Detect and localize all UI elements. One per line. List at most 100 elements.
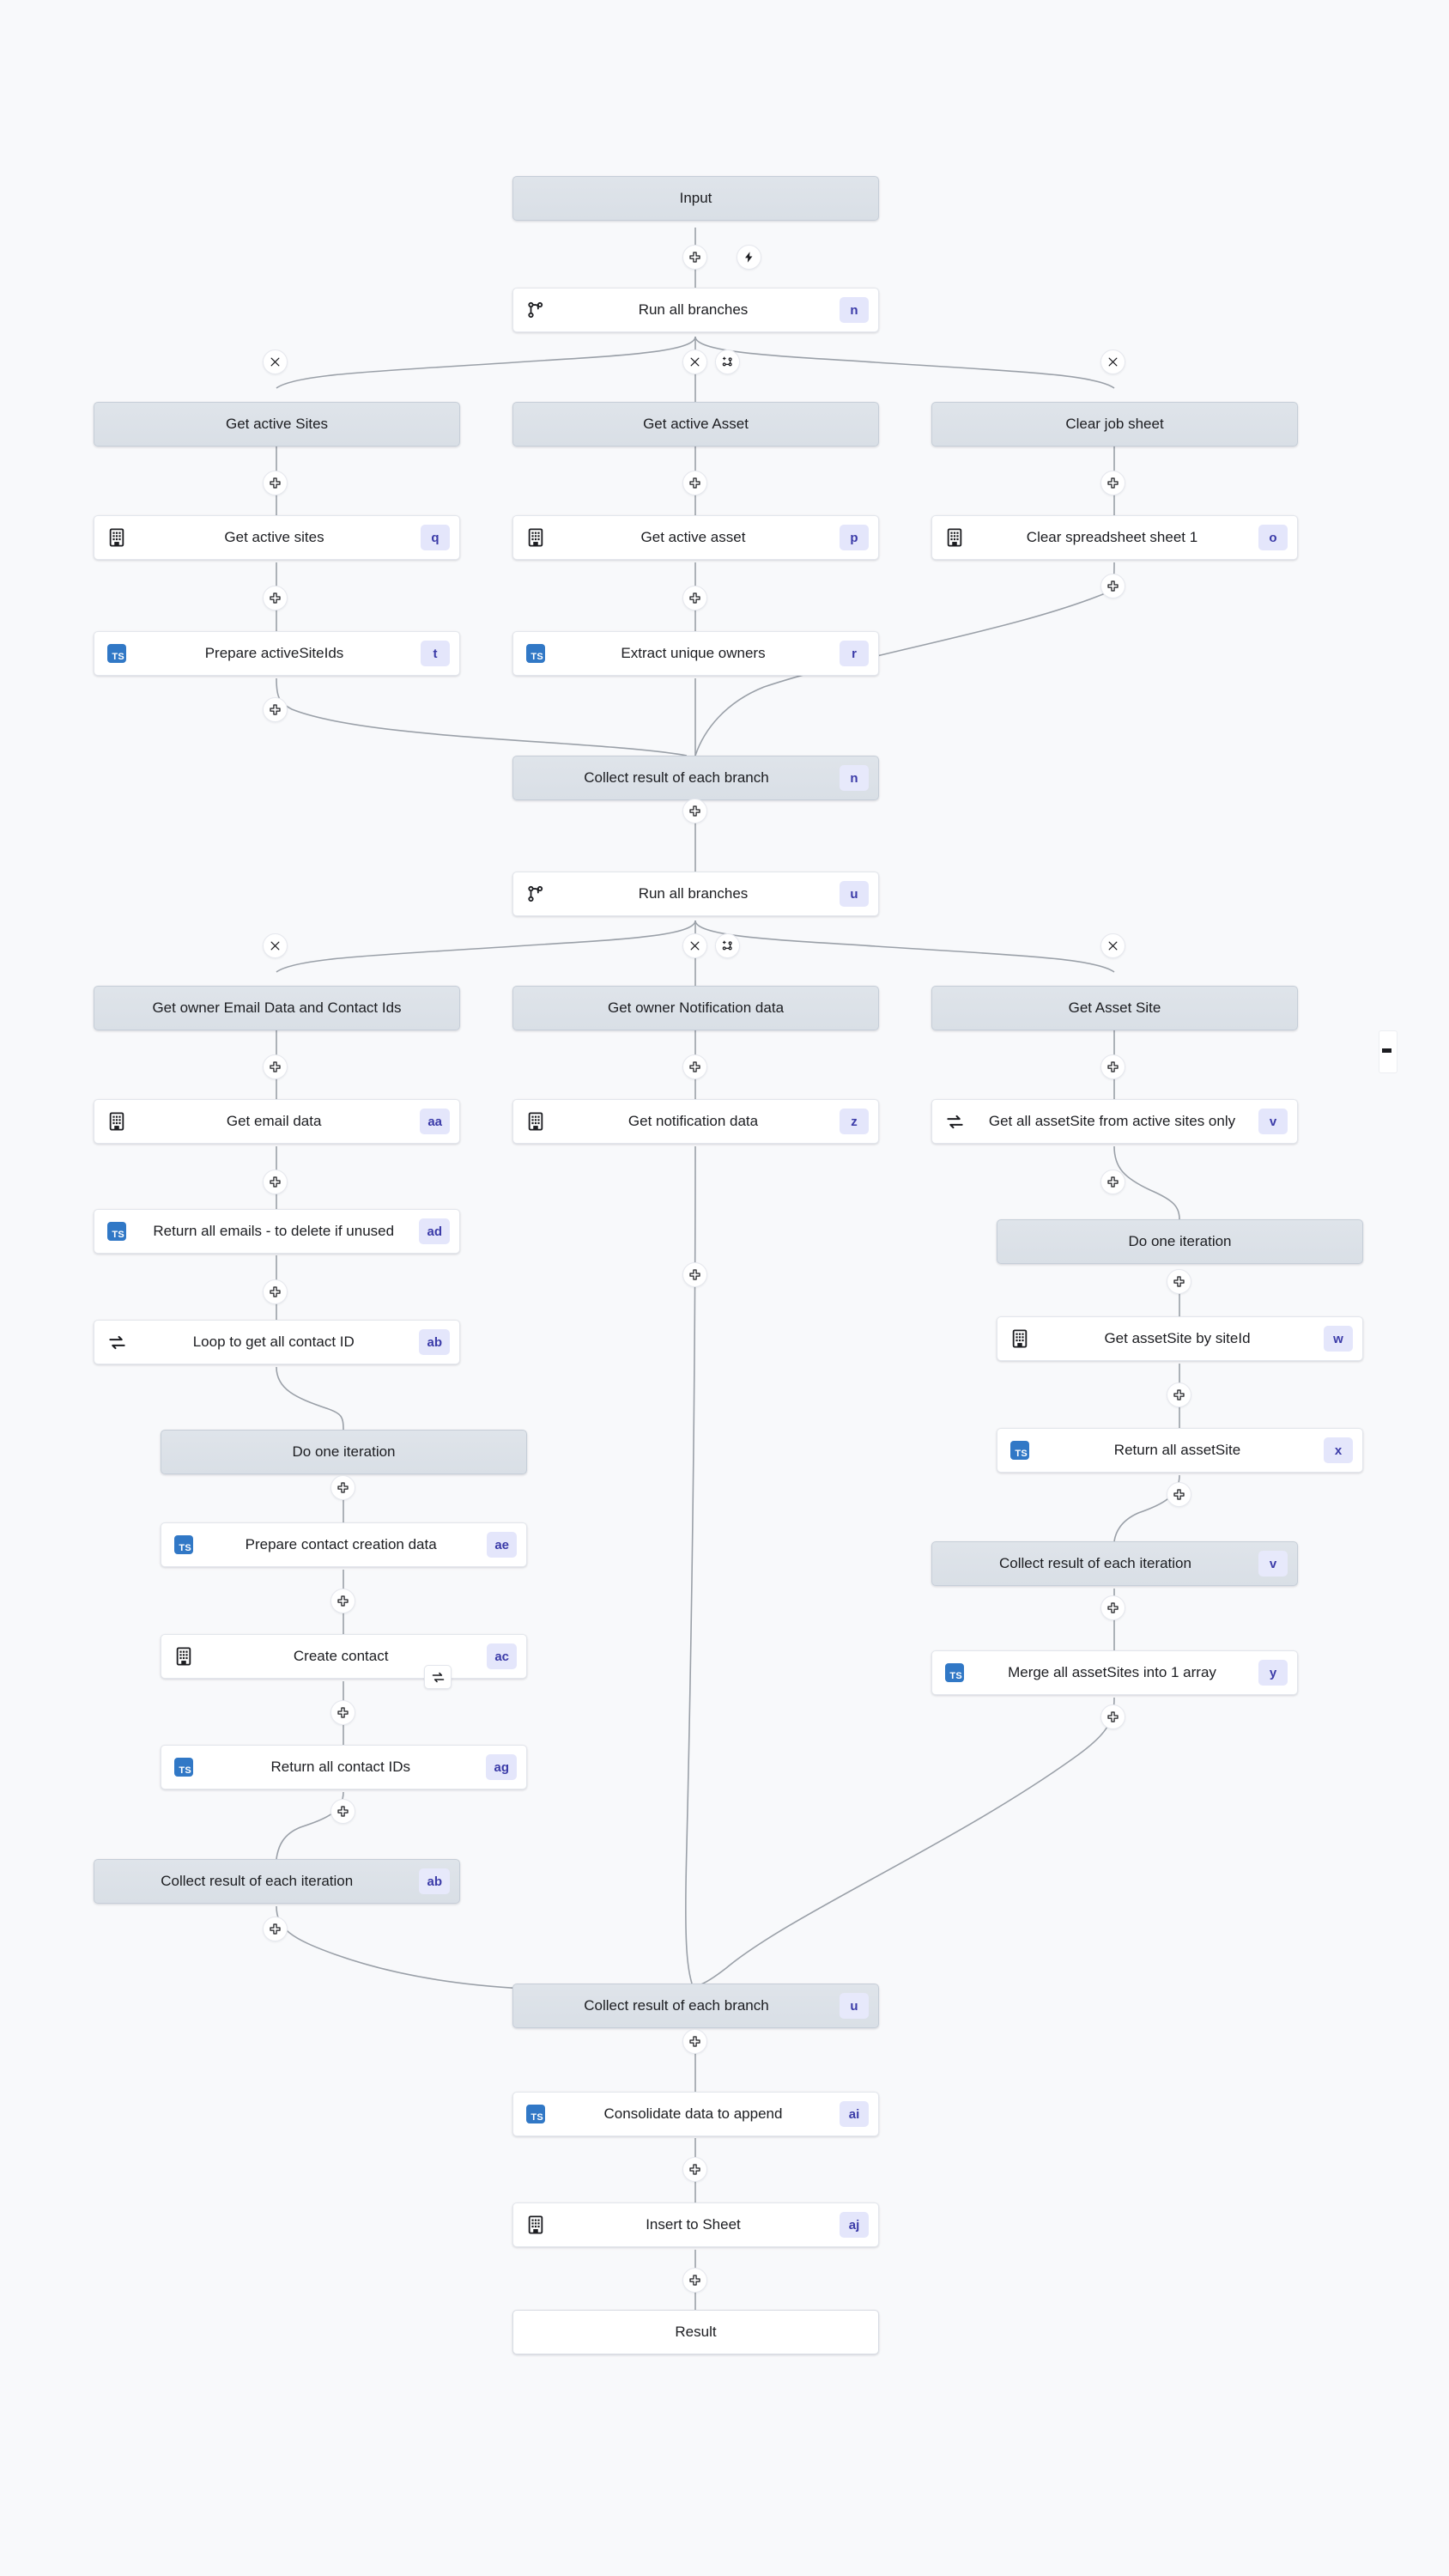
node-key-chip[interactable]: v xyxy=(1258,1551,1288,1577)
node-get-active-asset[interactable]: Get active asset p xyxy=(512,515,879,560)
add-step-handle[interactable] xyxy=(1100,1704,1125,1729)
node-clear-spreadsheet-sheet-1[interactable]: Clear spreadsheet sheet 1 o xyxy=(931,515,1298,560)
node-prepare-activesiteids[interactable]: TS Prepare activeSiteIds t xyxy=(94,631,460,676)
node-key-chip[interactable]: v xyxy=(1258,1109,1288,1134)
node-extract-unique-owners[interactable]: TS Extract unique owners r xyxy=(512,631,879,676)
node-key-chip[interactable]: w xyxy=(1324,1326,1353,1352)
add-step-handle[interactable] xyxy=(1100,1170,1125,1194)
node-key-chip[interactable]: q xyxy=(421,525,450,550)
node-get-notification-data[interactable]: Get notification data z xyxy=(512,1099,879,1144)
add-step-handle[interactable] xyxy=(682,2157,707,2182)
node-do-one-iteration-left[interactable]: Do one iteration xyxy=(161,1430,527,1474)
node-key-chip[interactable]: ai xyxy=(840,2101,869,2127)
remove-branch-handle-mid[interactable] xyxy=(682,933,707,958)
node-return-all-emails[interactable]: TS Return all emails - to delete if unus… xyxy=(94,1209,460,1254)
node-do-one-iteration-right[interactable]: Do one iteration xyxy=(997,1219,1363,1264)
add-step-handle[interactable] xyxy=(682,2029,707,2054)
node-return-all-assetsite[interactable]: TS Return all assetSite x xyxy=(997,1428,1363,1473)
add-step-handle[interactable] xyxy=(1100,574,1125,598)
node-get-all-assetsite[interactable]: Get all assetSite from active sites only… xyxy=(931,1099,1298,1144)
node-key-chip[interactable]: z xyxy=(840,1109,869,1134)
node-key-chip[interactable]: t xyxy=(421,641,450,666)
add-step-handle[interactable] xyxy=(263,1054,288,1079)
remove-branch-handle-mid[interactable] xyxy=(682,349,707,374)
node-key-chip[interactable]: p xyxy=(840,525,869,550)
add-branch-handle-2[interactable] xyxy=(715,933,740,958)
add-step-handle[interactable] xyxy=(263,1917,288,1941)
add-step-handle[interactable] xyxy=(263,1170,288,1194)
node-return-all-contact-ids[interactable]: TS Return all contact IDs ag xyxy=(161,1745,527,1789)
node-key-chip[interactable]: o xyxy=(1258,525,1288,550)
node-result[interactable]: Result xyxy=(512,2310,879,2354)
node-key-chip[interactable]: aj xyxy=(840,2212,869,2238)
node-get-asset-site-head[interactable]: Get Asset Site xyxy=(931,986,1298,1030)
remove-branch-handle-left[interactable] xyxy=(263,933,288,958)
retry-loop-badge[interactable] xyxy=(424,1665,452,1689)
add-step-handle[interactable] xyxy=(682,471,707,495)
add-step-handle[interactable] xyxy=(263,1279,288,1304)
node-key-chip[interactable]: y xyxy=(1258,1660,1288,1686)
node-get-active-sites[interactable]: Get active sites q xyxy=(94,515,460,560)
add-step-handle[interactable] xyxy=(263,471,288,495)
add-step-handle[interactable] xyxy=(682,586,707,611)
node-key-chip[interactable]: ad xyxy=(419,1218,450,1244)
node-get-active-sites-head[interactable]: Get active Sites xyxy=(94,402,460,447)
node-key-chip[interactable]: aa xyxy=(420,1109,450,1134)
add-step-handle[interactable] xyxy=(1100,1054,1125,1079)
node-consolidate-data[interactable]: TS Consolidate data to append ai xyxy=(512,2092,879,2136)
node-key-chip[interactable]: n xyxy=(840,765,869,791)
node-run-all-branches-2[interactable]: Run all branches u xyxy=(512,872,879,916)
remove-branch-handle-right[interactable] xyxy=(1100,349,1125,374)
node-prepare-contact-creation-data[interactable]: TS Prepare contact creation data ae xyxy=(161,1522,527,1567)
node-key-chip[interactable]: u xyxy=(840,1993,869,2019)
clipped-edge-node[interactable] xyxy=(1379,1030,1397,1073)
add-step-handle[interactable] xyxy=(682,1262,707,1287)
node-label: Create contact xyxy=(293,1648,389,1664)
node-create-contact[interactable]: Create contact ac xyxy=(161,1634,527,1679)
node-key-chip[interactable]: ab xyxy=(419,1868,450,1894)
node-get-assetsite-by-siteid[interactable]: Get assetSite by siteId w xyxy=(997,1316,1363,1361)
add-step-handle[interactable] xyxy=(330,1475,355,1500)
node-clear-job-sheet-head[interactable]: Clear job sheet xyxy=(931,402,1298,447)
node-get-owner-notification-head[interactable]: Get owner Notification data xyxy=(512,986,879,1030)
add-step-handle[interactable] xyxy=(1100,1595,1125,1620)
node-collect-result-iteration-left[interactable]: Collect result of each iteration ab xyxy=(94,1859,460,1904)
add-step-handle[interactable] xyxy=(682,245,707,270)
node-key-chip[interactable]: x xyxy=(1324,1437,1353,1463)
node-key-chip[interactable]: ae xyxy=(487,1532,517,1558)
add-step-handle[interactable] xyxy=(330,1799,355,1824)
node-key-chip[interactable]: n xyxy=(840,297,869,323)
add-step-handle[interactable] xyxy=(1167,1269,1191,1294)
add-step-handle[interactable] xyxy=(330,1589,355,1613)
node-collect-result-branch-1[interactable]: Collect result of each branch n xyxy=(512,756,879,800)
node-loop-get-contact-id[interactable]: Loop to get all contact ID ab xyxy=(94,1320,460,1364)
node-key-chip[interactable]: r xyxy=(840,641,869,666)
node-key-chip[interactable]: u xyxy=(840,881,869,907)
node-collect-result-iteration-right[interactable]: Collect result of each iteration v xyxy=(931,1541,1298,1586)
add-step-handle[interactable] xyxy=(682,1054,707,1079)
node-input[interactable]: Input xyxy=(512,176,879,221)
add-step-handle[interactable] xyxy=(1167,1382,1191,1407)
add-step-handle[interactable] xyxy=(1100,471,1125,495)
add-step-handle[interactable] xyxy=(330,1700,355,1725)
node-key-chip[interactable]: ab xyxy=(419,1329,450,1355)
remove-branch-handle-right[interactable] xyxy=(1100,933,1125,958)
node-collect-result-branch-2[interactable]: Collect result of each branch u xyxy=(512,1984,879,2028)
trigger-handle[interactable] xyxy=(737,245,761,270)
add-step-handle[interactable] xyxy=(682,2268,707,2293)
node-key-chip[interactable]: ac xyxy=(487,1643,517,1669)
node-insert-to-sheet[interactable]: Insert to Sheet aj xyxy=(512,2202,879,2247)
node-get-email-data[interactable]: Get email data aa xyxy=(94,1099,460,1144)
node-merge-all-assetsites[interactable]: TS Merge all assetSites into 1 array y xyxy=(931,1650,1298,1695)
add-step-handle[interactable] xyxy=(263,697,288,722)
add-step-handle[interactable] xyxy=(1167,1482,1191,1507)
node-get-active-asset-head[interactable]: Get active Asset xyxy=(512,402,879,447)
add-step-handle[interactable] xyxy=(263,586,288,611)
add-branch-handle-1[interactable] xyxy=(715,349,740,374)
add-step-handle[interactable] xyxy=(682,799,707,823)
node-run-all-branches-1[interactable]: Run all branches n xyxy=(512,288,879,332)
node-key-chip[interactable]: ag xyxy=(486,1754,517,1780)
remove-branch-handle-left[interactable] xyxy=(263,349,288,374)
node-get-owner-email-head[interactable]: Get owner Email Data and Contact Ids xyxy=(94,986,460,1030)
